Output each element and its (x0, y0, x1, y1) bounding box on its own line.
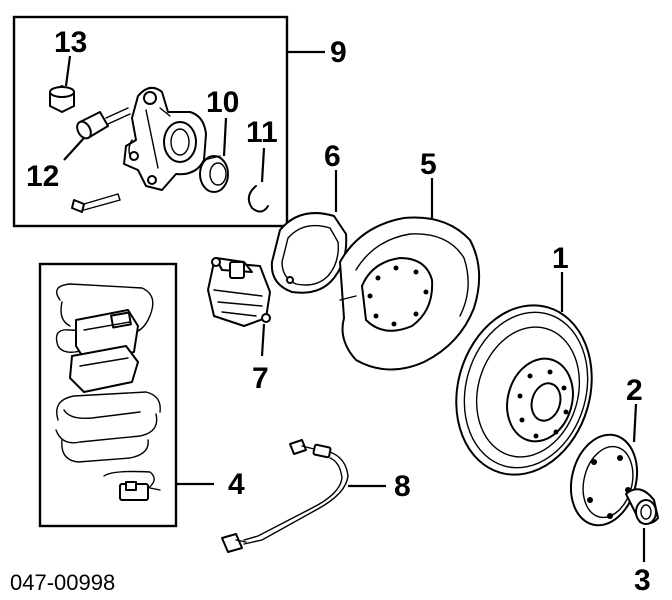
hub-bearing-part (625, 488, 659, 525)
callout-3: 3 (634, 564, 651, 597)
callout-9: 9 (330, 36, 347, 69)
wheel-hub-part (570, 433, 638, 527)
callout-11: 11 (246, 116, 278, 149)
snap-ring-part (247, 185, 269, 213)
group-frame-9 (12, 15, 289, 228)
callout-7: 7 (252, 362, 269, 395)
leader-11 (260, 147, 266, 183)
callout-4: 4 (228, 468, 245, 501)
callout-13: 13 (54, 26, 87, 59)
caliper-bracket-group (12, 15, 325, 228)
bushing-part (49, 85, 75, 113)
callout-10: 10 (206, 86, 239, 119)
leader-12 (63, 137, 85, 161)
callout-2: 2 (626, 374, 643, 407)
caliper-bolt-part (71, 193, 121, 213)
caliper-bracket-part (123, 86, 207, 191)
leader-10 (222, 117, 228, 157)
piston-ring-part (199, 155, 229, 193)
guide-pin-part (76, 107, 131, 140)
caliper-part (207, 257, 271, 327)
leader-13 (64, 55, 72, 87)
shim-plate-part (270, 212, 348, 294)
callout-1: 1 (552, 242, 569, 275)
callout-8: 8 (394, 470, 411, 503)
dust-shield-part (339, 216, 481, 371)
group-frame-4 (38, 262, 178, 528)
leader-7 (260, 323, 266, 357)
callout-12: 12 (26, 160, 59, 193)
brake-hose-part (221, 439, 349, 553)
callout-6: 6 (324, 140, 341, 173)
callout-5: 5 (420, 148, 437, 181)
pad-hardware-group (38, 262, 214, 528)
brake-rotor-part (455, 304, 593, 476)
diagram-code: 047-00998 (10, 570, 115, 595)
leader-2 (632, 403, 638, 443)
